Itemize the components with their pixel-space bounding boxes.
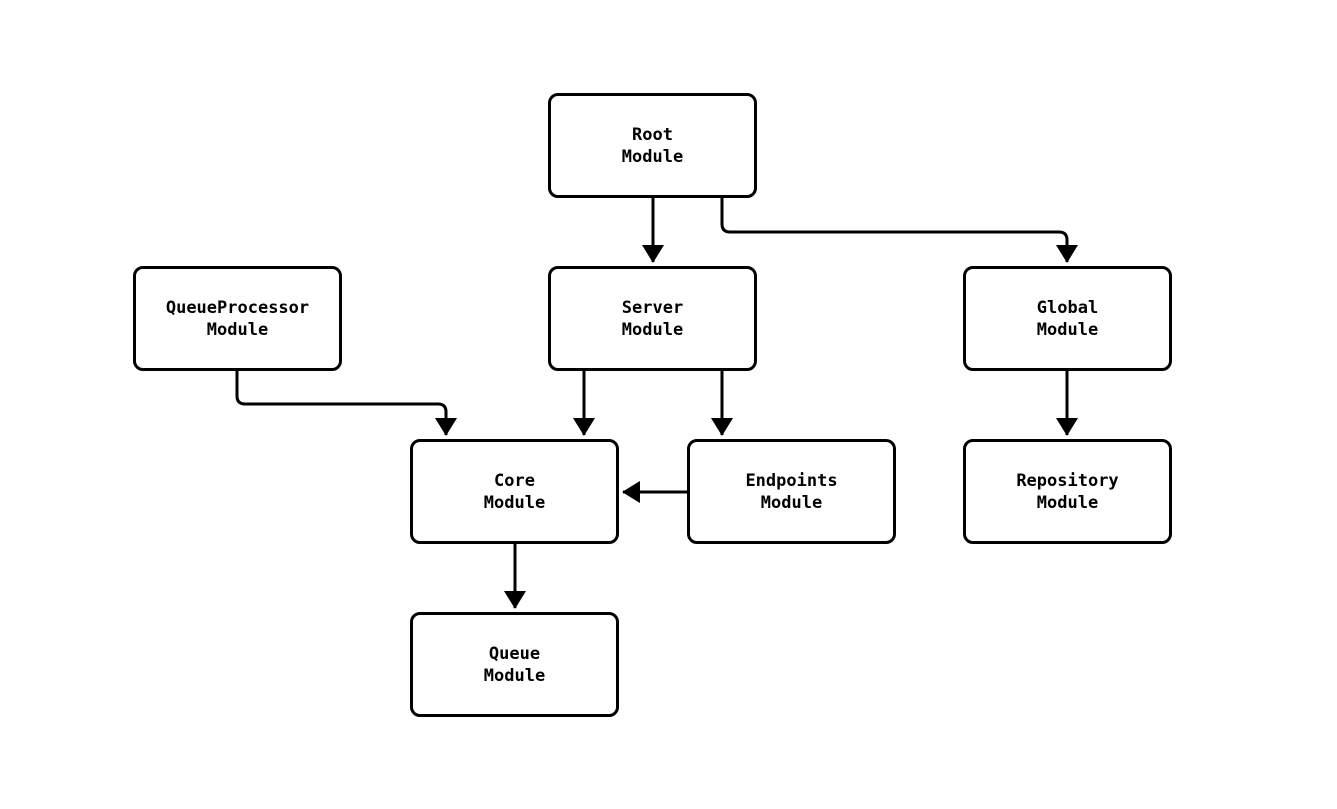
node-repository: Repository Module bbox=[963, 439, 1172, 544]
node-label-global: Global Module bbox=[1036, 297, 1099, 340]
edge-queueprocessor-to-core bbox=[235, 371, 458, 436]
node-label-core: Core Module bbox=[483, 470, 546, 513]
node-label-queue: Queue Module bbox=[483, 643, 546, 686]
node-endpoints: Endpoints Module bbox=[687, 439, 896, 544]
node-label-repository: Repository Module bbox=[1016, 470, 1119, 513]
node-label-endpoints: Endpoints Module bbox=[745, 470, 838, 513]
node-label-queueprocessor: QueueProcessor Module bbox=[165, 297, 310, 340]
node-label-server: Server Module bbox=[621, 297, 684, 340]
node-core: Core Module bbox=[410, 439, 619, 544]
node-root: Root Module bbox=[548, 93, 757, 198]
node-server: Server Module bbox=[548, 266, 757, 371]
node-queueprocessor: QueueProcessor Module bbox=[133, 266, 342, 371]
node-queue: Queue Module bbox=[410, 612, 619, 717]
node-label-root: Root Module bbox=[621, 124, 684, 167]
edge-root-to-global bbox=[720, 198, 1079, 263]
node-global: Global Module bbox=[963, 266, 1172, 371]
